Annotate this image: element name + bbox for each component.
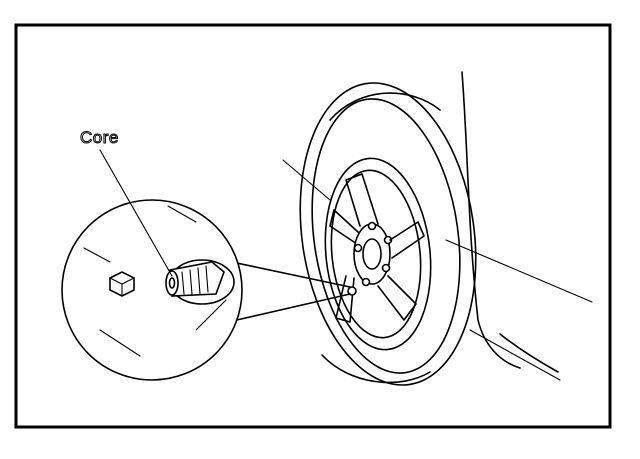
wheel-icon <box>299 82 477 386</box>
figure-frame <box>14 23 612 429</box>
callout-leader-line <box>99 149 173 277</box>
callout-connector <box>227 261 351 323</box>
valve-cap-icon <box>109 271 135 297</box>
magnified-detail <box>61 199 243 381</box>
core-label: Core <box>80 128 119 147</box>
valve-stem-icon <box>165 259 235 305</box>
car-body <box>282 71 593 381</box>
